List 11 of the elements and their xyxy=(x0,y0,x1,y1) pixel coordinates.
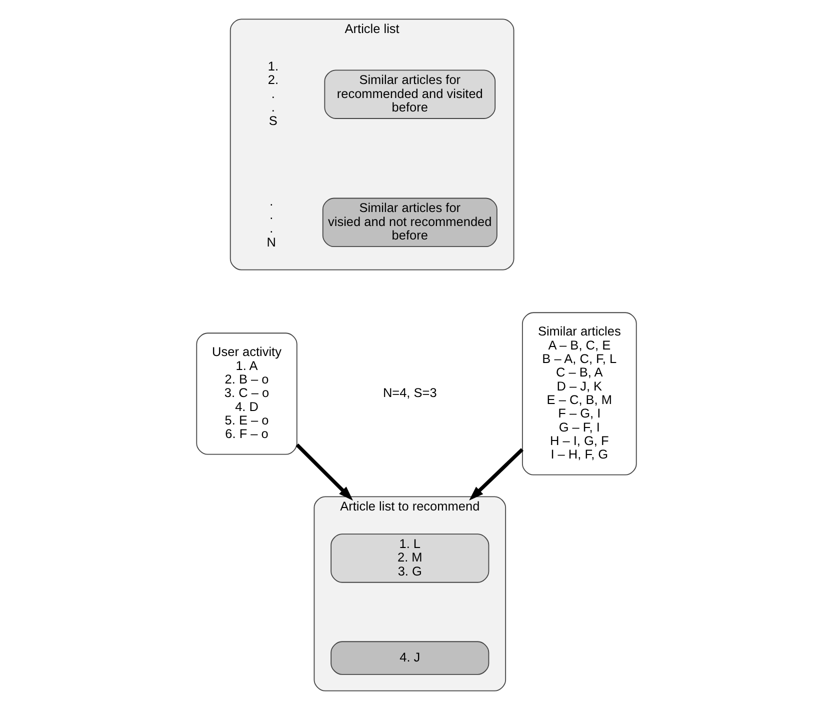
label: N=4, S=3 xyxy=(382,385,436,400)
node-box: Similar articles A – B, C, E B – A, C, F, L C – B, A D – J, K E – C, B, M F – G, I G – F, I H – I, G, F I – H, F, G xyxy=(521,312,636,476)
node-box: Similar articles for visied and not recommended before xyxy=(322,198,497,248)
arrow xyxy=(295,443,353,501)
node-label: . . . N xyxy=(266,193,276,250)
node-box: User activity 1. A 2. B – o 3. C – o 4. D 5. E – o 6. F – o xyxy=(196,332,297,455)
node-label: 1. 2. . . S xyxy=(267,58,278,128)
node-box: 4. J xyxy=(330,641,489,675)
arrow xyxy=(468,448,524,501)
node-box: Similar articles for recommended and visited before xyxy=(324,70,496,119)
node-box: 1. L 2. M 3. G xyxy=(330,534,489,583)
